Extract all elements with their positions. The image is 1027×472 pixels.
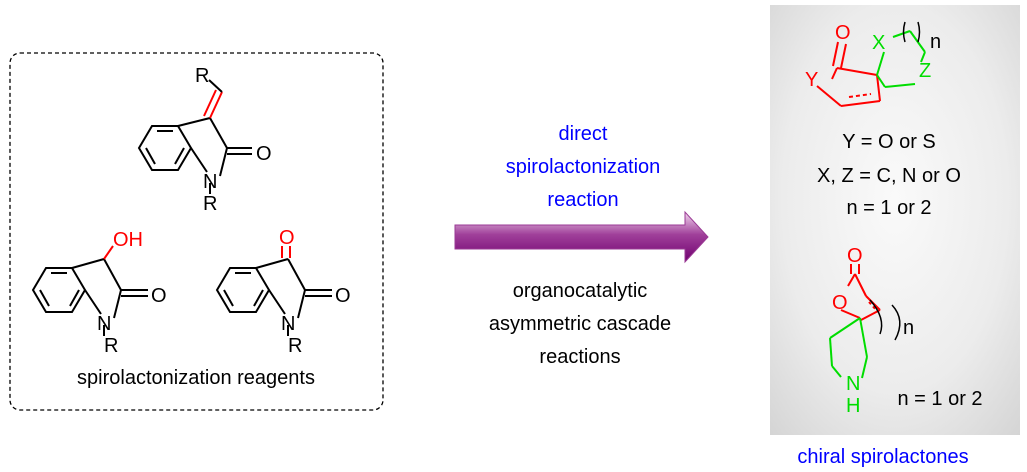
spirolactone-structure-1: [816, 21, 926, 107]
atom-r: R: [104, 335, 118, 357]
carbonyl-oxygen: O: [279, 227, 295, 249]
ring-oxygen: O: [832, 292, 848, 314]
atom-r: R: [195, 65, 209, 87]
reagents-caption: spirolactonization reagents: [77, 367, 315, 389]
products-caption: chiral spirolactones: [797, 446, 968, 468]
reagents-panel-border: [9, 52, 384, 411]
subscript-n: n: [930, 31, 941, 53]
products-panel-background: [770, 5, 1020, 435]
condition-text: n = 1 or 2: [897, 388, 982, 410]
atom-o: O: [835, 22, 851, 44]
condition-text: n = 1 or 2: [846, 197, 931, 219]
arrow-label-above: reaction: [547, 189, 618, 211]
arrow-label-above: direct: [559, 123, 608, 145]
atom-o: O: [335, 285, 351, 307]
condition-text: X, Z = C, N or O: [817, 165, 961, 187]
spirolactone-structure-2: [829, 264, 901, 379]
products-panel: O Y X Z n Y = O or S X, Z = C, N or O n …: [770, 5, 1020, 435]
hydroxy-oxindole-structure: [31, 245, 148, 336]
arrow-label-below: organocatalytic: [513, 280, 648, 302]
atom-n: N: [203, 171, 217, 193]
atom-n: N: [97, 313, 111, 335]
carbonyl-oxygen: O: [847, 245, 863, 267]
reaction-arrow: [454, 210, 709, 264]
hydroxyl-group: OH: [113, 229, 143, 251]
isatin-structure: [215, 246, 332, 336]
amine-hydrogen: H: [846, 395, 860, 417]
condition-text: Y = O or S: [842, 131, 936, 153]
atom-r: R: [288, 335, 302, 357]
arrow-label-below: asymmetric cascade: [489, 313, 671, 335]
arrow-shape: [454, 210, 709, 264]
arrow-label-below: reactions: [539, 346, 620, 368]
amine-nitrogen: N: [846, 373, 860, 395]
atom-o: O: [151, 285, 167, 307]
reagents-panel: R O N R OH O N R: [9, 52, 384, 411]
arrow-label-above: spirolactonization: [506, 156, 661, 178]
atom-o: O: [256, 143, 272, 165]
atom-x: X: [872, 32, 885, 54]
alkylidene-oxindole-structure: [137, 79, 252, 194]
atom-z: Z: [919, 60, 931, 82]
subscript-n: n: [903, 317, 914, 339]
atom-r: R: [203, 193, 217, 215]
atom-y: Y: [805, 69, 818, 91]
atom-n: N: [281, 313, 295, 335]
